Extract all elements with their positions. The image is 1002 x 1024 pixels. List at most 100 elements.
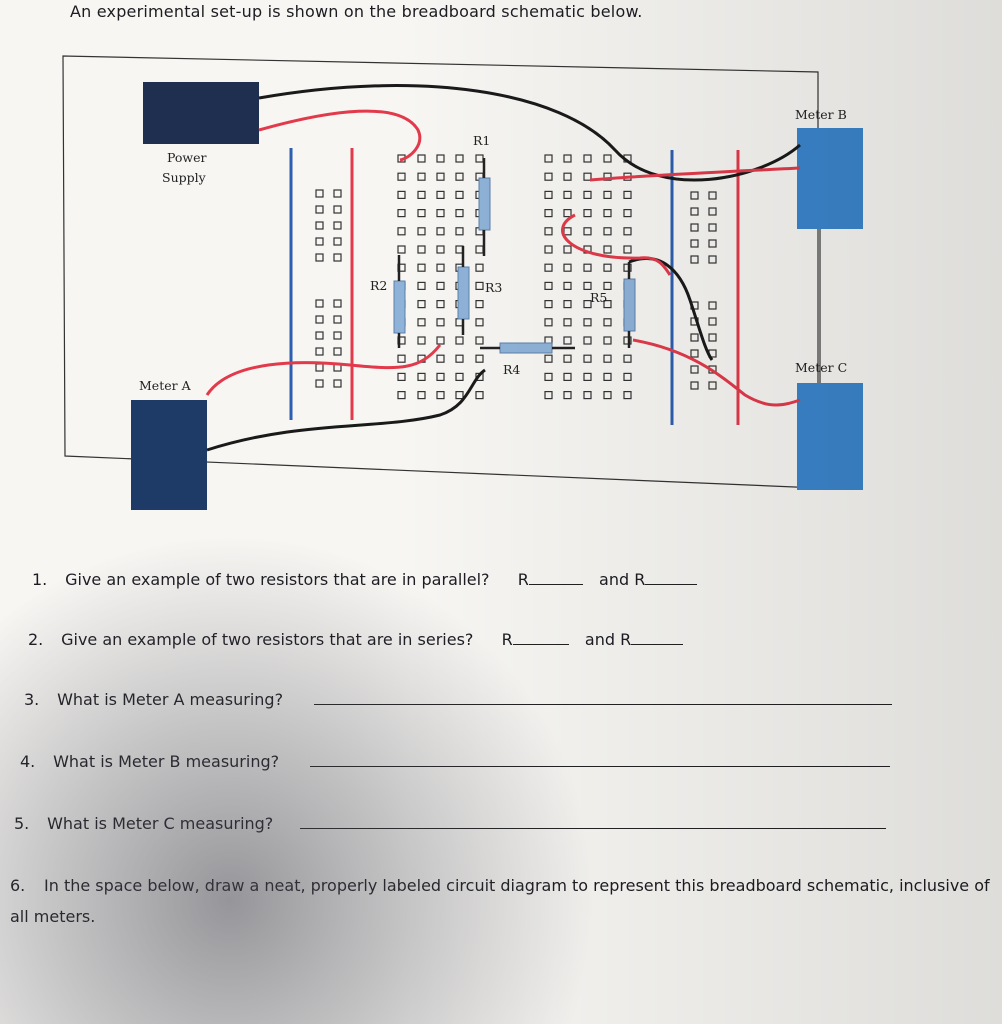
breadboard-hole [455, 209, 464, 218]
breadboard-schematic: Power Supply Meter A Meter B Meter C R1 … [62, 55, 863, 510]
breadboard-hole [475, 300, 484, 309]
answer-3-line[interactable] [314, 690, 893, 705]
breadboard-hole [333, 331, 342, 340]
breadboard-hole [417, 263, 426, 272]
question-6-text: In the space below, draw a neat, properl… [10, 876, 990, 926]
breadboard-hole [455, 190, 464, 199]
breadboard-hole [603, 391, 612, 400]
resistor-r3 [457, 266, 470, 320]
breadboard-hole [583, 227, 592, 236]
breadboard-hole [333, 189, 342, 198]
breadboard-hole [690, 207, 699, 216]
answer-4-line[interactable] [310, 752, 891, 767]
breadboard-hole [315, 363, 324, 372]
breadboard-hole [623, 190, 632, 199]
breadboard-hole [436, 172, 445, 181]
breadboard-hole [544, 190, 553, 199]
breadboard-hole [475, 154, 484, 163]
breadboard-hole [563, 209, 572, 218]
breadboard-hole [475, 336, 484, 345]
black-wires [206, 84, 801, 452]
breadboard-hole [315, 347, 324, 356]
breadboard-hole [583, 354, 592, 363]
breadboard-hole [563, 172, 572, 181]
question-5: 5. What is Meter C measuring? [14, 814, 887, 833]
question-2-text: Give an example of two resistors that ar… [61, 630, 474, 649]
question-1-prefix-2: R [634, 570, 646, 589]
breadboard-hole [436, 354, 445, 363]
breadboard-hole [544, 154, 553, 163]
breadboard-hole [623, 209, 632, 218]
question-5-number: 5. [14, 814, 30, 833]
breadboard-hole [708, 333, 717, 342]
breadboard-hole [623, 372, 632, 381]
question-3: 3. What is Meter A measuring? [24, 690, 893, 709]
breadboard-hole [417, 209, 426, 218]
breadboard-hole [315, 331, 324, 340]
question-2-number: 2. [28, 630, 44, 649]
breadboard-hole [544, 227, 553, 236]
breadboard-hole [333, 205, 342, 214]
answer-2a-blank[interactable] [512, 630, 569, 645]
question-1: 1. Give an example of two resistors that… [32, 570, 698, 589]
breadboard-hole [603, 372, 612, 381]
answer-2b-blank[interactable] [631, 630, 684, 645]
breadboard-hole [690, 255, 699, 264]
breadboard-hole [436, 227, 445, 236]
breadboard-hole [708, 381, 717, 390]
breadboard-hole [690, 333, 699, 342]
breadboard-hole [708, 191, 717, 200]
breadboard-hole [315, 253, 324, 262]
breadboard-hole [455, 227, 464, 236]
answer-5-line[interactable] [300, 814, 887, 829]
breadboard-hole [436, 245, 445, 254]
breadboard-hole [397, 245, 406, 254]
breadboard-hole [436, 209, 445, 218]
breadboard-hole [417, 154, 426, 163]
breadboard-hole [475, 263, 484, 272]
breadboard-hole [603, 227, 612, 236]
red-wires [205, 109, 801, 407]
breadboard-hole [436, 300, 445, 309]
resistor-r5 [623, 278, 636, 332]
breadboard-hole [417, 372, 426, 381]
breadboard-hole [563, 300, 572, 309]
answer-1b-blank[interactable] [645, 570, 698, 585]
breadboard-hole [563, 154, 572, 163]
breadboard-hole [583, 281, 592, 290]
breadboard-hole [475, 318, 484, 327]
breadboard-hole [397, 391, 406, 400]
breadboard-hole [436, 336, 445, 345]
breadboard-hole [417, 227, 426, 236]
breadboard-hole [544, 391, 553, 400]
question-4-text: What is Meter B measuring? [53, 752, 280, 771]
breadboard-hole [436, 372, 445, 381]
question-3-number: 3. [24, 690, 40, 709]
r4-label: R4 [503, 362, 520, 377]
breadboard-hole [397, 172, 406, 181]
breadboard-hole [708, 255, 717, 264]
breadboard-hole [583, 391, 592, 400]
answer-1a-blank[interactable] [528, 570, 583, 585]
breadboard-hole [544, 300, 553, 309]
breadboard-hole [455, 154, 464, 163]
breadboard-hole [315, 205, 324, 214]
breadboard-hole [333, 221, 342, 230]
breadboard-hole [690, 365, 699, 374]
question-1-joiner: and [599, 570, 630, 589]
breadboard-hole [603, 263, 612, 272]
breadboard-hole [583, 336, 592, 345]
breadboard-hole [708, 207, 717, 216]
breadboard-hole [333, 379, 342, 388]
breadboard-hole [397, 354, 406, 363]
breadboard-hole [583, 209, 592, 218]
question-4-number: 4. [20, 752, 36, 771]
breadboard-hole [563, 354, 572, 363]
breadboard-hole [333, 253, 342, 262]
breadboard-hole [333, 315, 342, 324]
breadboard-hole [436, 281, 445, 290]
question-6-number: 6. [10, 876, 26, 895]
breadboard-hole [544, 372, 553, 381]
power-supply-label: Power [167, 150, 207, 165]
breadboard-hole [417, 300, 426, 309]
